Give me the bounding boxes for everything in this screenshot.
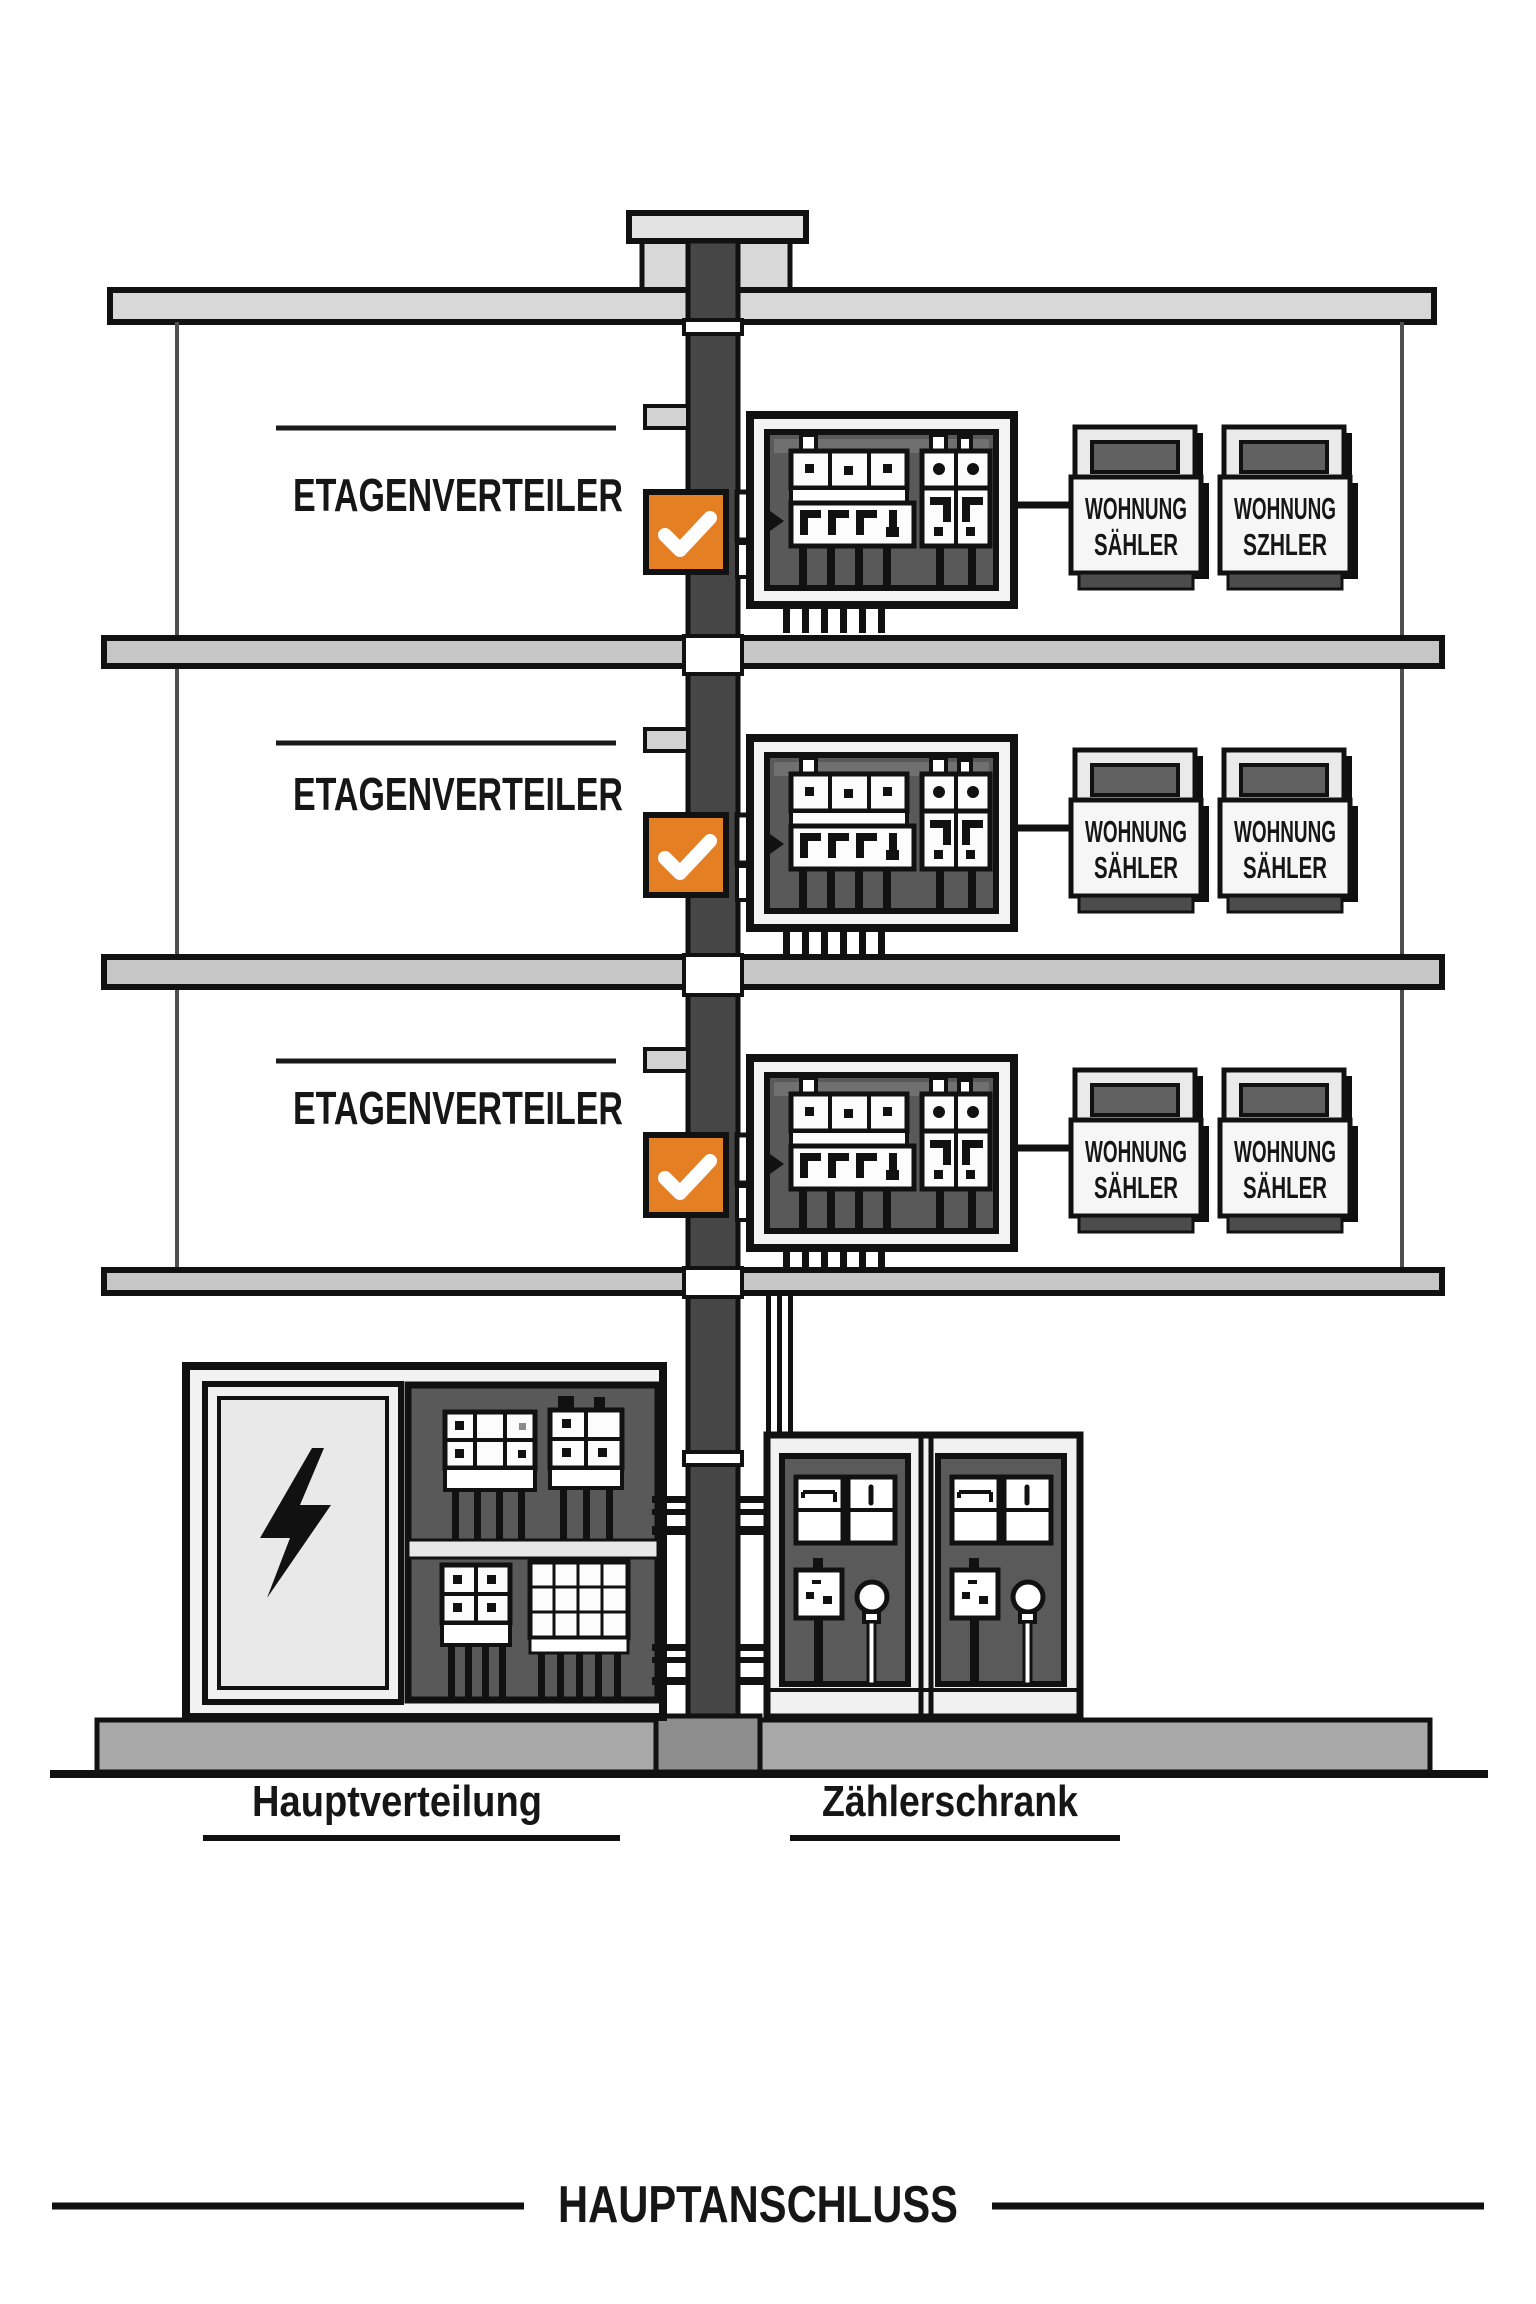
meter-labels-floor-3: WOHNUNG SÄHLER WOHNUNG SZHLER <box>1085 491 1336 562</box>
seal-ball <box>854 1579 890 1615</box>
floor-distributor-label: ETAGENVERTEILER <box>293 469 623 521</box>
meter-label-line2: SÄHLER <box>1094 527 1178 562</box>
meter-label-line1: WOHNUNG <box>1234 1134 1336 1169</box>
building-walls <box>175 322 1404 1270</box>
meter-label-line1: WOHNUNG <box>1234 491 1336 526</box>
meter-cabinet-door <box>935 1453 1067 1687</box>
meter-label-line2: SÄHLER <box>1094 850 1178 885</box>
meter-label-line2: SÄHLER <box>1243 1170 1327 1205</box>
main-connection-label: HAUPTANSCHLUSS <box>558 2176 958 2234</box>
meter-labels-floor-1: WOHNUNG SÄHLER WOHNUNG SÄHLER <box>1085 1134 1336 1205</box>
meter-label-line2: SZHLER <box>1243 527 1327 562</box>
socket-module <box>949 1567 1001 1621</box>
main-distribution-cabinet <box>182 1362 667 1721</box>
riser-collars <box>682 318 744 1467</box>
meter-label-line2: SÄHLER <box>1243 850 1327 885</box>
meter-label-line1: WOHNUNG <box>1085 1134 1187 1169</box>
meter-label-line1: WOHNUNG <box>1234 814 1336 849</box>
meter-label-line2: SÄHLER <box>1094 1170 1178 1205</box>
riser-pedestal <box>653 1713 763 1775</box>
module-hook-icon <box>957 1490 993 1502</box>
lightning-icon <box>260 1448 331 1598</box>
floor-distributor-label: ETAGENVERTEILER <box>293 1082 623 1134</box>
meter-cabinet <box>763 1431 1084 1721</box>
main-distribution-label: Hauptverteilung <box>252 1777 542 1826</box>
meter-label-line1: WOHNUNG <box>1085 814 1187 849</box>
floor-label-overlines <box>276 425 616 1064</box>
meter-label-line1: WOHNUNG <box>1085 491 1187 526</box>
main-panel-window <box>404 1381 662 1704</box>
ribbon-connectors <box>652 1496 770 1685</box>
seal-ball <box>1010 1579 1046 1615</box>
chimney-cap <box>626 210 809 244</box>
main-connection-footer: HAUPTANSCHLUSS <box>52 2176 1484 2234</box>
floor-slabs <box>101 635 1445 1296</box>
module-hook-icon <box>801 1490 837 1502</box>
ground-bar <box>94 1717 1433 1775</box>
meter-labels-floor-2: WOHNUNG SÄHLER WOHNUNG SÄHLER <box>1085 814 1336 885</box>
meter-cabinet-door <box>779 1453 911 1687</box>
socket-module <box>793 1567 845 1621</box>
riser-to-meter-cabinet-cables <box>766 1294 793 1436</box>
meter-cabinet-label: Zählerschrank <box>822 1777 1078 1826</box>
floor-distributor-label: ETAGENVERTEILER <box>293 768 623 820</box>
roof-slab <box>107 287 1437 325</box>
